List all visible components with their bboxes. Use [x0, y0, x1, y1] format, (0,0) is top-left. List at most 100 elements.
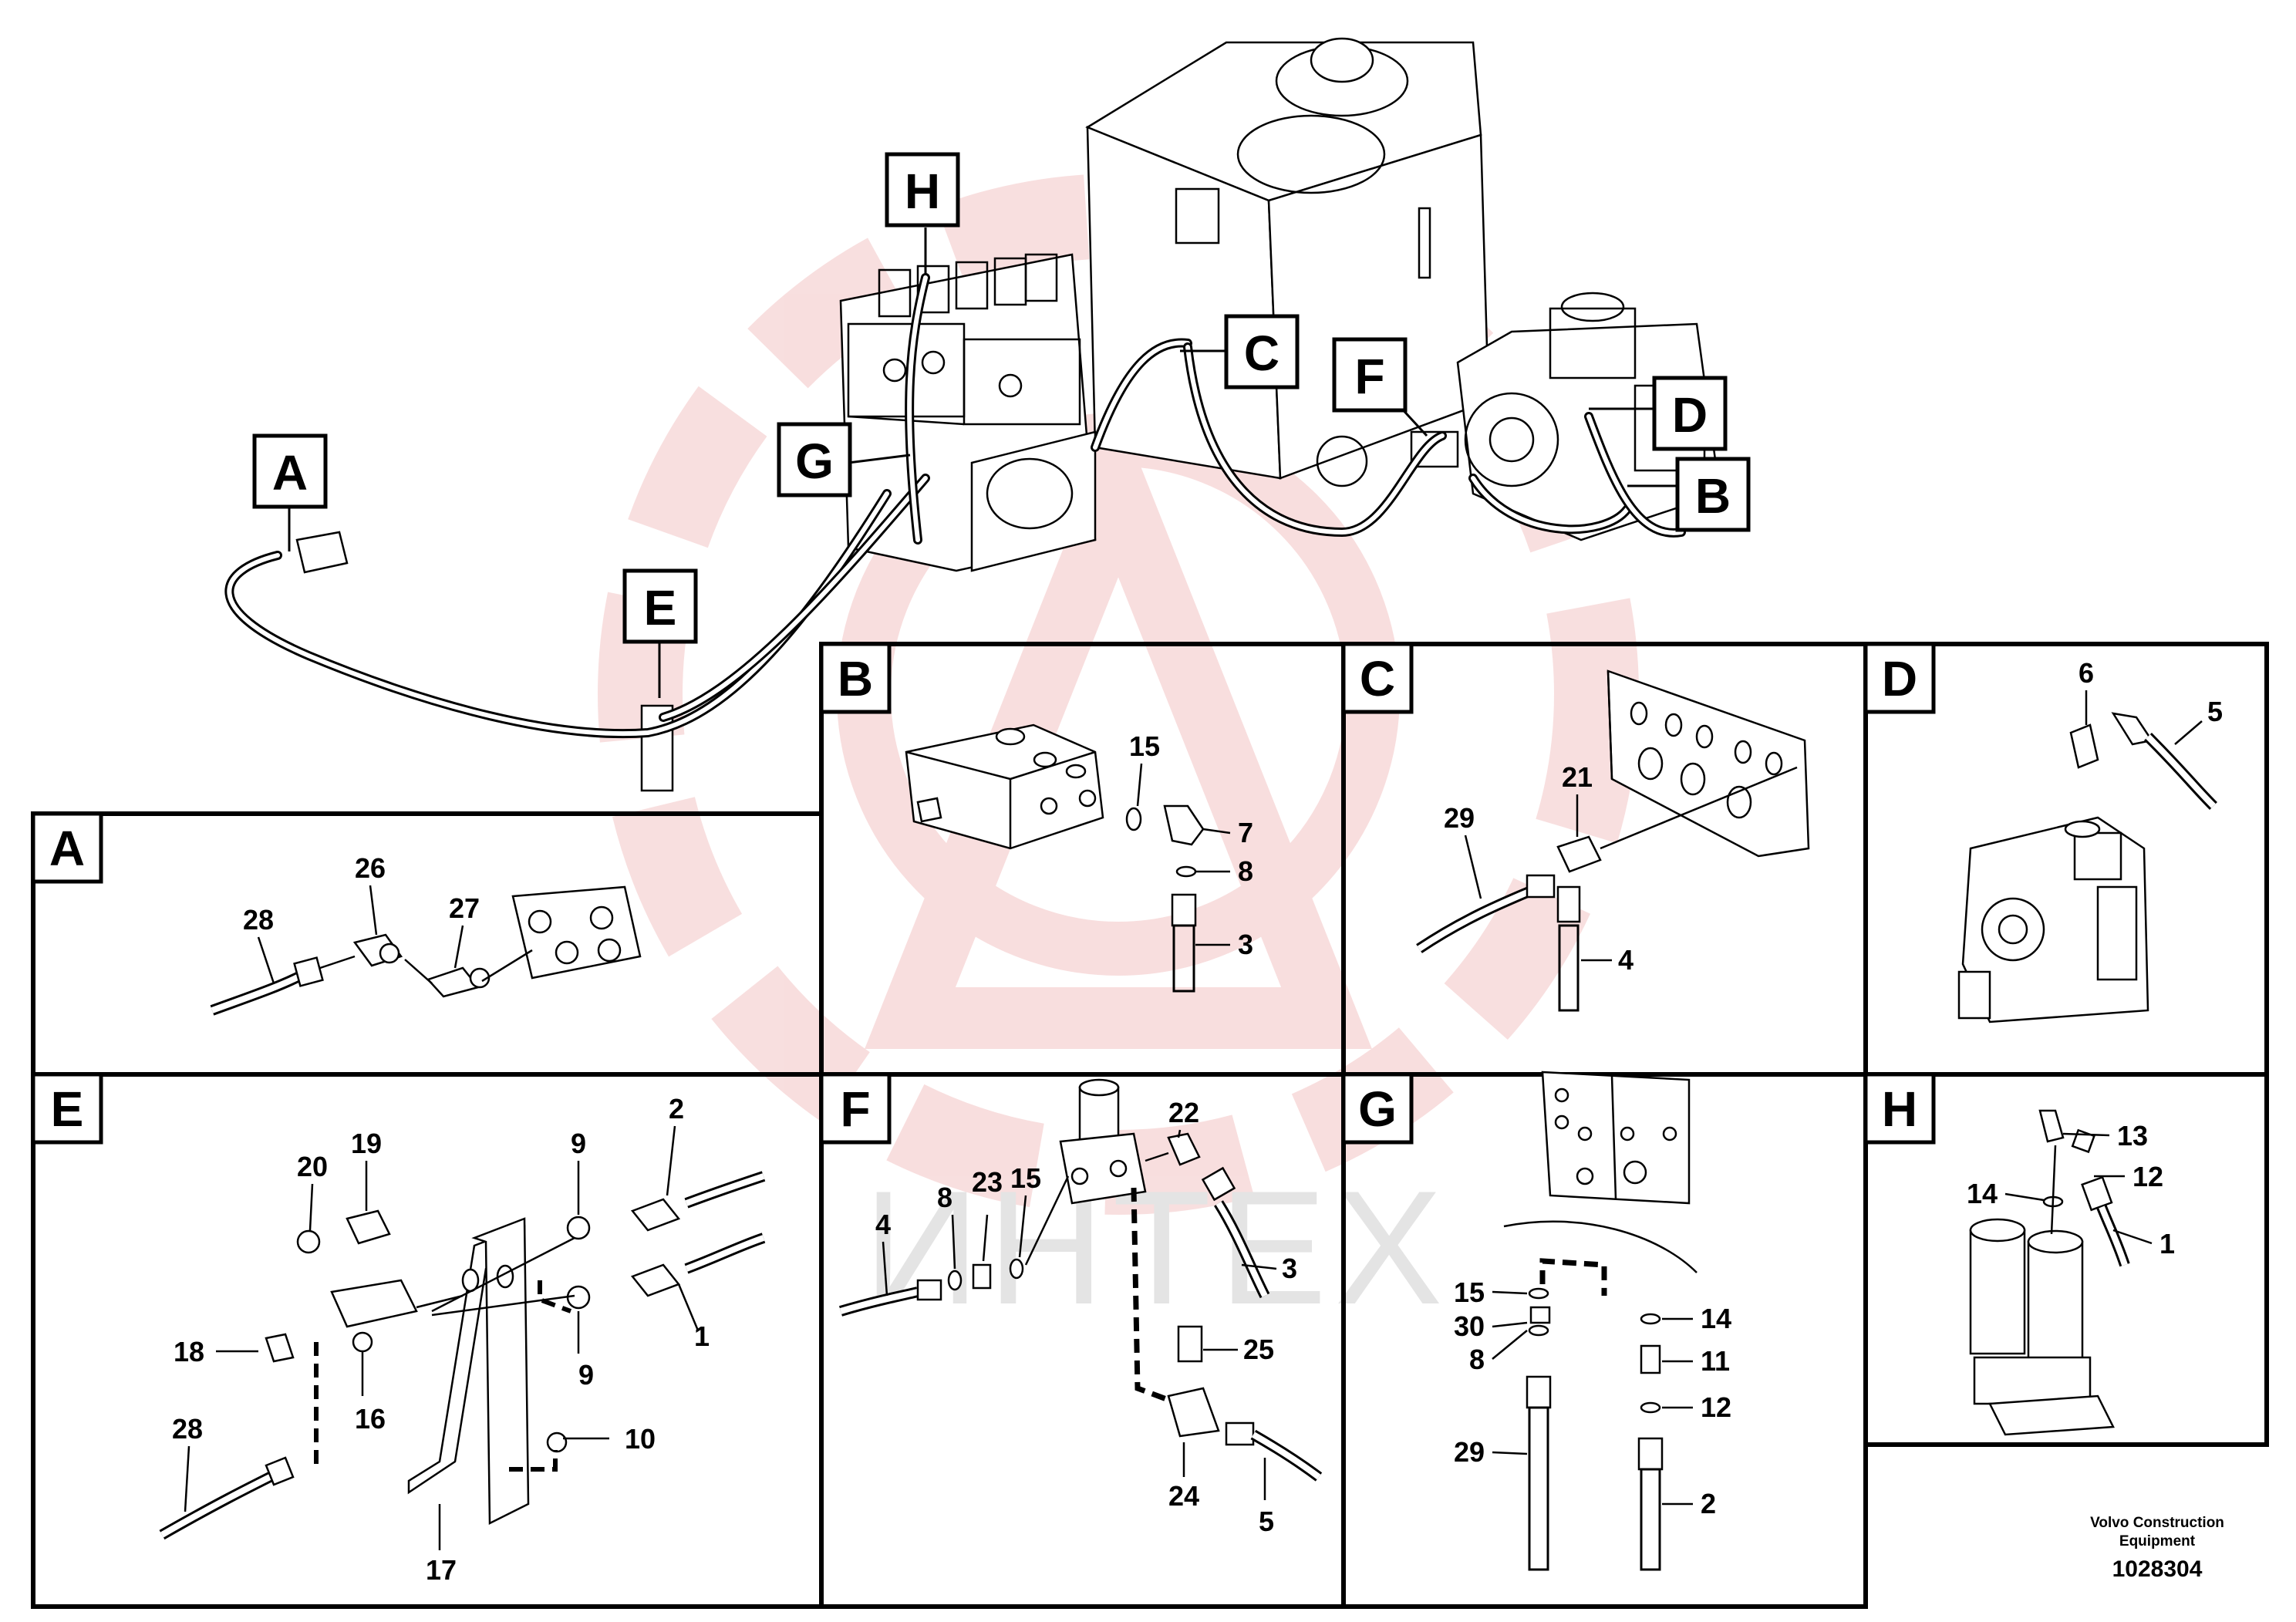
callout-d: D	[1672, 387, 1708, 443]
part-label: 14	[1701, 1303, 1731, 1334]
part-label: 5	[1259, 1506, 1274, 1537]
company-name-line2: Equipment	[2119, 1533, 2196, 1549]
panel-c-leaders	[1464, 794, 1612, 962]
drawing-number: 1028304	[2112, 1556, 2203, 1582]
panel-b-leaders	[1136, 763, 1231, 946]
callout-g: G	[795, 433, 834, 489]
panel-b-letter: B	[838, 651, 873, 706]
panel-frames	[31, 642, 2269, 1609]
part-label: 16	[355, 1403, 386, 1435]
part-label: 4	[875, 1209, 891, 1240]
part-label: 21	[1562, 761, 1593, 793]
company-name: Volvo Construction Equipment	[2065, 1514, 2250, 1551]
part-label: 24	[1168, 1480, 1199, 1512]
part-label: 10	[625, 1423, 656, 1455]
panel-g-letter: G	[1358, 1081, 1397, 1137]
part-label: 9	[578, 1359, 594, 1391]
panel-d-labels: 6 5	[2079, 657, 2223, 727]
panel-a-drawing	[210, 885, 642, 1016]
panel-f-dashes	[1131, 1187, 1170, 1403]
callout-a: A	[272, 445, 308, 501]
part-label: 29	[1454, 1436, 1485, 1468]
hydraulic-tank	[1085, 37, 1490, 487]
panel-a-leaders	[257, 885, 464, 984]
part-label: 28	[172, 1413, 203, 1445]
panel-a-letter: A	[49, 821, 85, 876]
watermark-text: ИНТЕХ	[863, 1157, 1450, 1338]
overview-drawing	[224, 37, 1721, 792]
part-label: 25	[1243, 1334, 1274, 1365]
panel-h-labels: 13 14 12 1	[1967, 1120, 2175, 1259]
part-label: 15	[1010, 1162, 1041, 1194]
panel-d-letter: D	[1882, 651, 1917, 706]
part-label: 15	[1129, 730, 1160, 762]
overview-callouts: H C F D A G B E	[252, 152, 1751, 644]
callout-h: H	[905, 164, 940, 219]
panel-c-labels: 21 29 4	[1444, 761, 1633, 976]
panel-b-drawing	[905, 723, 1205, 993]
part-label: 20	[297, 1151, 328, 1182]
panel-f-labels: 22 4 8 23 15 3 25 24 5	[875, 1097, 1297, 1537]
panel-g-labels: 15 14 30 11 8 12 29 2	[1454, 1276, 1731, 1519]
panel-d-leaders	[2085, 690, 2203, 745]
panel-e-drawing	[159, 1171, 766, 1540]
panel-f-leaders	[882, 1129, 1277, 1500]
panel-h-letter: H	[1882, 1081, 1917, 1137]
part-label: 5	[2207, 696, 2223, 727]
company-name-line1: Volvo Construction	[2090, 1515, 2224, 1531]
part-label: 1	[694, 1320, 710, 1352]
panel-g-drawing	[1503, 1071, 1698, 1571]
panel-g-leaders	[1492, 1290, 1693, 1506]
panel-a-labels: 28 26 27	[243, 852, 480, 936]
panel-f-letter: F	[840, 1081, 870, 1137]
part-label: 7	[1238, 817, 1253, 848]
panel-c-drawing	[1416, 669, 1810, 1012]
part-label: 3	[1238, 929, 1253, 960]
callout-f: F	[1354, 349, 1384, 404]
part-label: 23	[972, 1166, 1003, 1198]
hoses	[224, 273, 1686, 739]
part-label: 28	[243, 904, 274, 936]
part-label: 1	[2159, 1228, 2175, 1259]
part-label: 14	[1967, 1178, 1998, 1209]
panel-c-letter: C	[1360, 651, 1395, 706]
part-label: 4	[1618, 944, 1633, 976]
part-label: 30	[1454, 1310, 1485, 1342]
part-label: 26	[355, 852, 386, 884]
panel-e-letter: E	[51, 1081, 84, 1137]
junction-block-a	[295, 531, 349, 574]
part-label: 12	[2132, 1161, 2163, 1192]
part-label: 11	[1701, 1345, 1730, 1377]
part-label: 2	[1701, 1488, 1716, 1519]
part-label: 6	[2079, 657, 2094, 689]
panel-tabs: A B C D E F G H	[31, 642, 1936, 1145]
panel-f-drawing	[838, 1078, 1323, 1482]
panel-e-leaders	[184, 1125, 700, 1550]
part-label: 8	[937, 1182, 952, 1213]
callout-b: B	[1695, 468, 1731, 524]
callout-e: E	[644, 580, 677, 636]
part-label: 15	[1454, 1276, 1485, 1308]
part-label: 3	[1282, 1253, 1297, 1284]
part-label: 2	[669, 1093, 684, 1125]
panel-e-dashes	[314, 1280, 572, 1472]
panel-d-drawing	[1957, 712, 2217, 1023]
panel-b-labels: 15 7 8 3	[1129, 730, 1253, 960]
part-label: 17	[426, 1554, 457, 1586]
panel-e-labels: 2 19 20 9 1 18 16 9 28 10 17	[172, 1093, 710, 1586]
panel-h-leaders	[2004, 1132, 2153, 1245]
part-label: 29	[1444, 802, 1475, 834]
callout-c: C	[1244, 325, 1279, 381]
panel-g-dashes	[1539, 1258, 1607, 1296]
part-label: 13	[2117, 1120, 2148, 1152]
control-valve-block	[839, 253, 1097, 572]
part-label: 22	[1168, 1097, 1199, 1128]
part-label: 8	[1469, 1344, 1485, 1375]
part-label: 27	[449, 892, 480, 924]
panel-h-drawing	[1969, 1109, 2130, 1436]
part-label: 8	[1238, 855, 1253, 887]
part-label: 9	[571, 1128, 586, 1159]
part-label: 18	[174, 1336, 204, 1367]
part-label: 12	[1701, 1391, 1731, 1423]
